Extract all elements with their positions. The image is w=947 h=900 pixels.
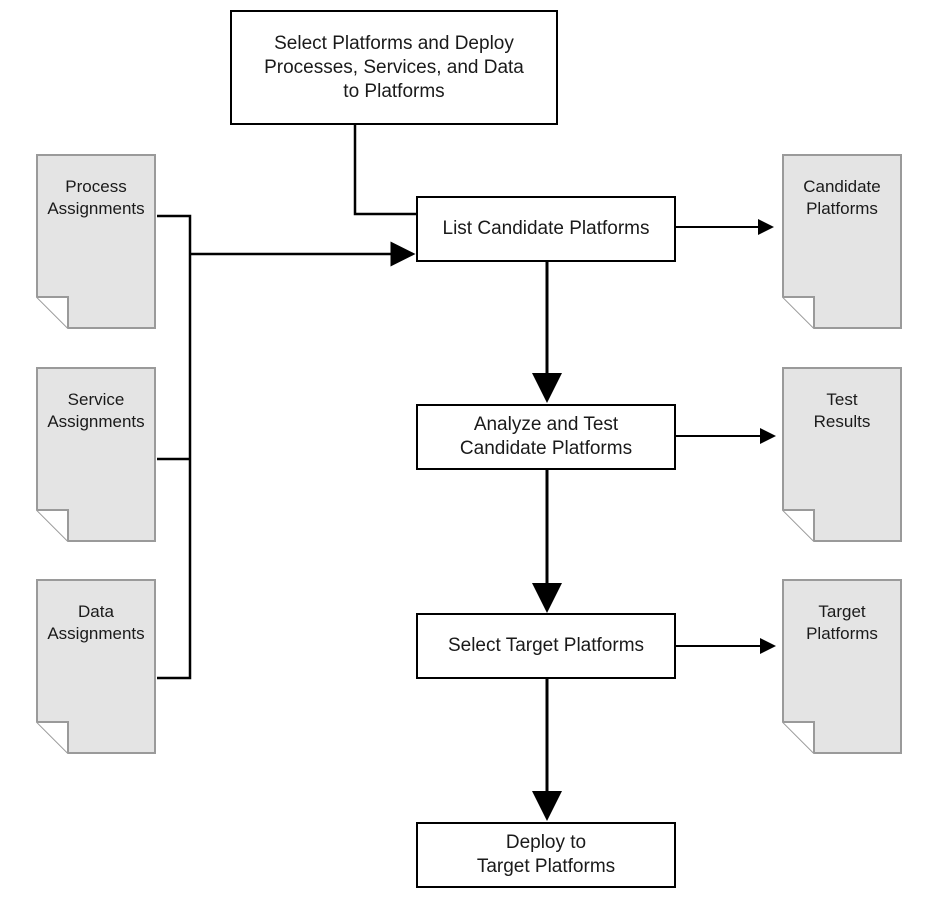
box-select-deploy: Select Platforms and Deploy Processes, S… (230, 10, 558, 125)
doc-label: Data Assignments (47, 602, 145, 643)
doc-data-assignments: Data Assignments (36, 579, 156, 754)
arrow-top-to-list (353, 124, 417, 216)
document-icon (36, 154, 156, 329)
doc-process-assignments: Process Assignments (36, 154, 156, 329)
box-list-candidate: List Candidate Platforms (416, 196, 676, 262)
box-select-target: Select Target Platforms (416, 613, 676, 679)
doc-label: Target Platforms (806, 602, 878, 643)
doc-label: Service Assignments (47, 390, 145, 431)
document-icon (782, 579, 902, 754)
box-analyze-test: Analyze and Test Candidate Platforms (416, 404, 676, 470)
bracket-process (157, 214, 192, 680)
box-deploy: Deploy to Target Platforms (416, 822, 676, 888)
document-icon (36, 579, 156, 754)
doc-test-results: Test Results (782, 367, 902, 542)
document-icon (36, 367, 156, 542)
doc-target-platforms: Target Platforms (782, 579, 902, 754)
doc-label: Candidate Platforms (803, 177, 881, 218)
doc-label: Process Assignments (47, 177, 145, 218)
document-icon (782, 367, 902, 542)
doc-candidate-platforms: Candidate Platforms (782, 154, 902, 329)
document-icon (782, 154, 902, 329)
doc-service-assignments: Service Assignments (36, 367, 156, 542)
doc-label: Test Results (813, 390, 871, 431)
